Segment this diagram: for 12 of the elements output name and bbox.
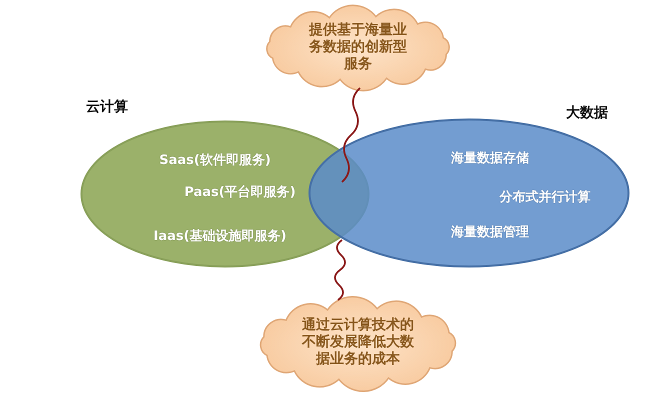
list-item: Paas(平台即服务) <box>184 184 296 201</box>
list-item: 分布式并行计算 <box>500 188 590 206</box>
cloud-text: 提供基于海量业务数据的创新型服务 <box>308 22 408 73</box>
list-item: Saas(软件即服务) <box>159 152 271 169</box>
list-item: 海量数据管理 <box>451 224 529 241</box>
list-item: 海量数据存储 <box>451 150 529 167</box>
list-item: Iaas(基础设施即服务) <box>154 228 286 245</box>
heading: 云计算 <box>86 98 128 116</box>
leader-line <box>334 239 346 301</box>
leader-line <box>341 87 361 183</box>
heading: 大数据 <box>566 104 608 122</box>
cloud-text: 通过云计算技术的不断发展降低大数据业务的成本 <box>300 317 415 368</box>
